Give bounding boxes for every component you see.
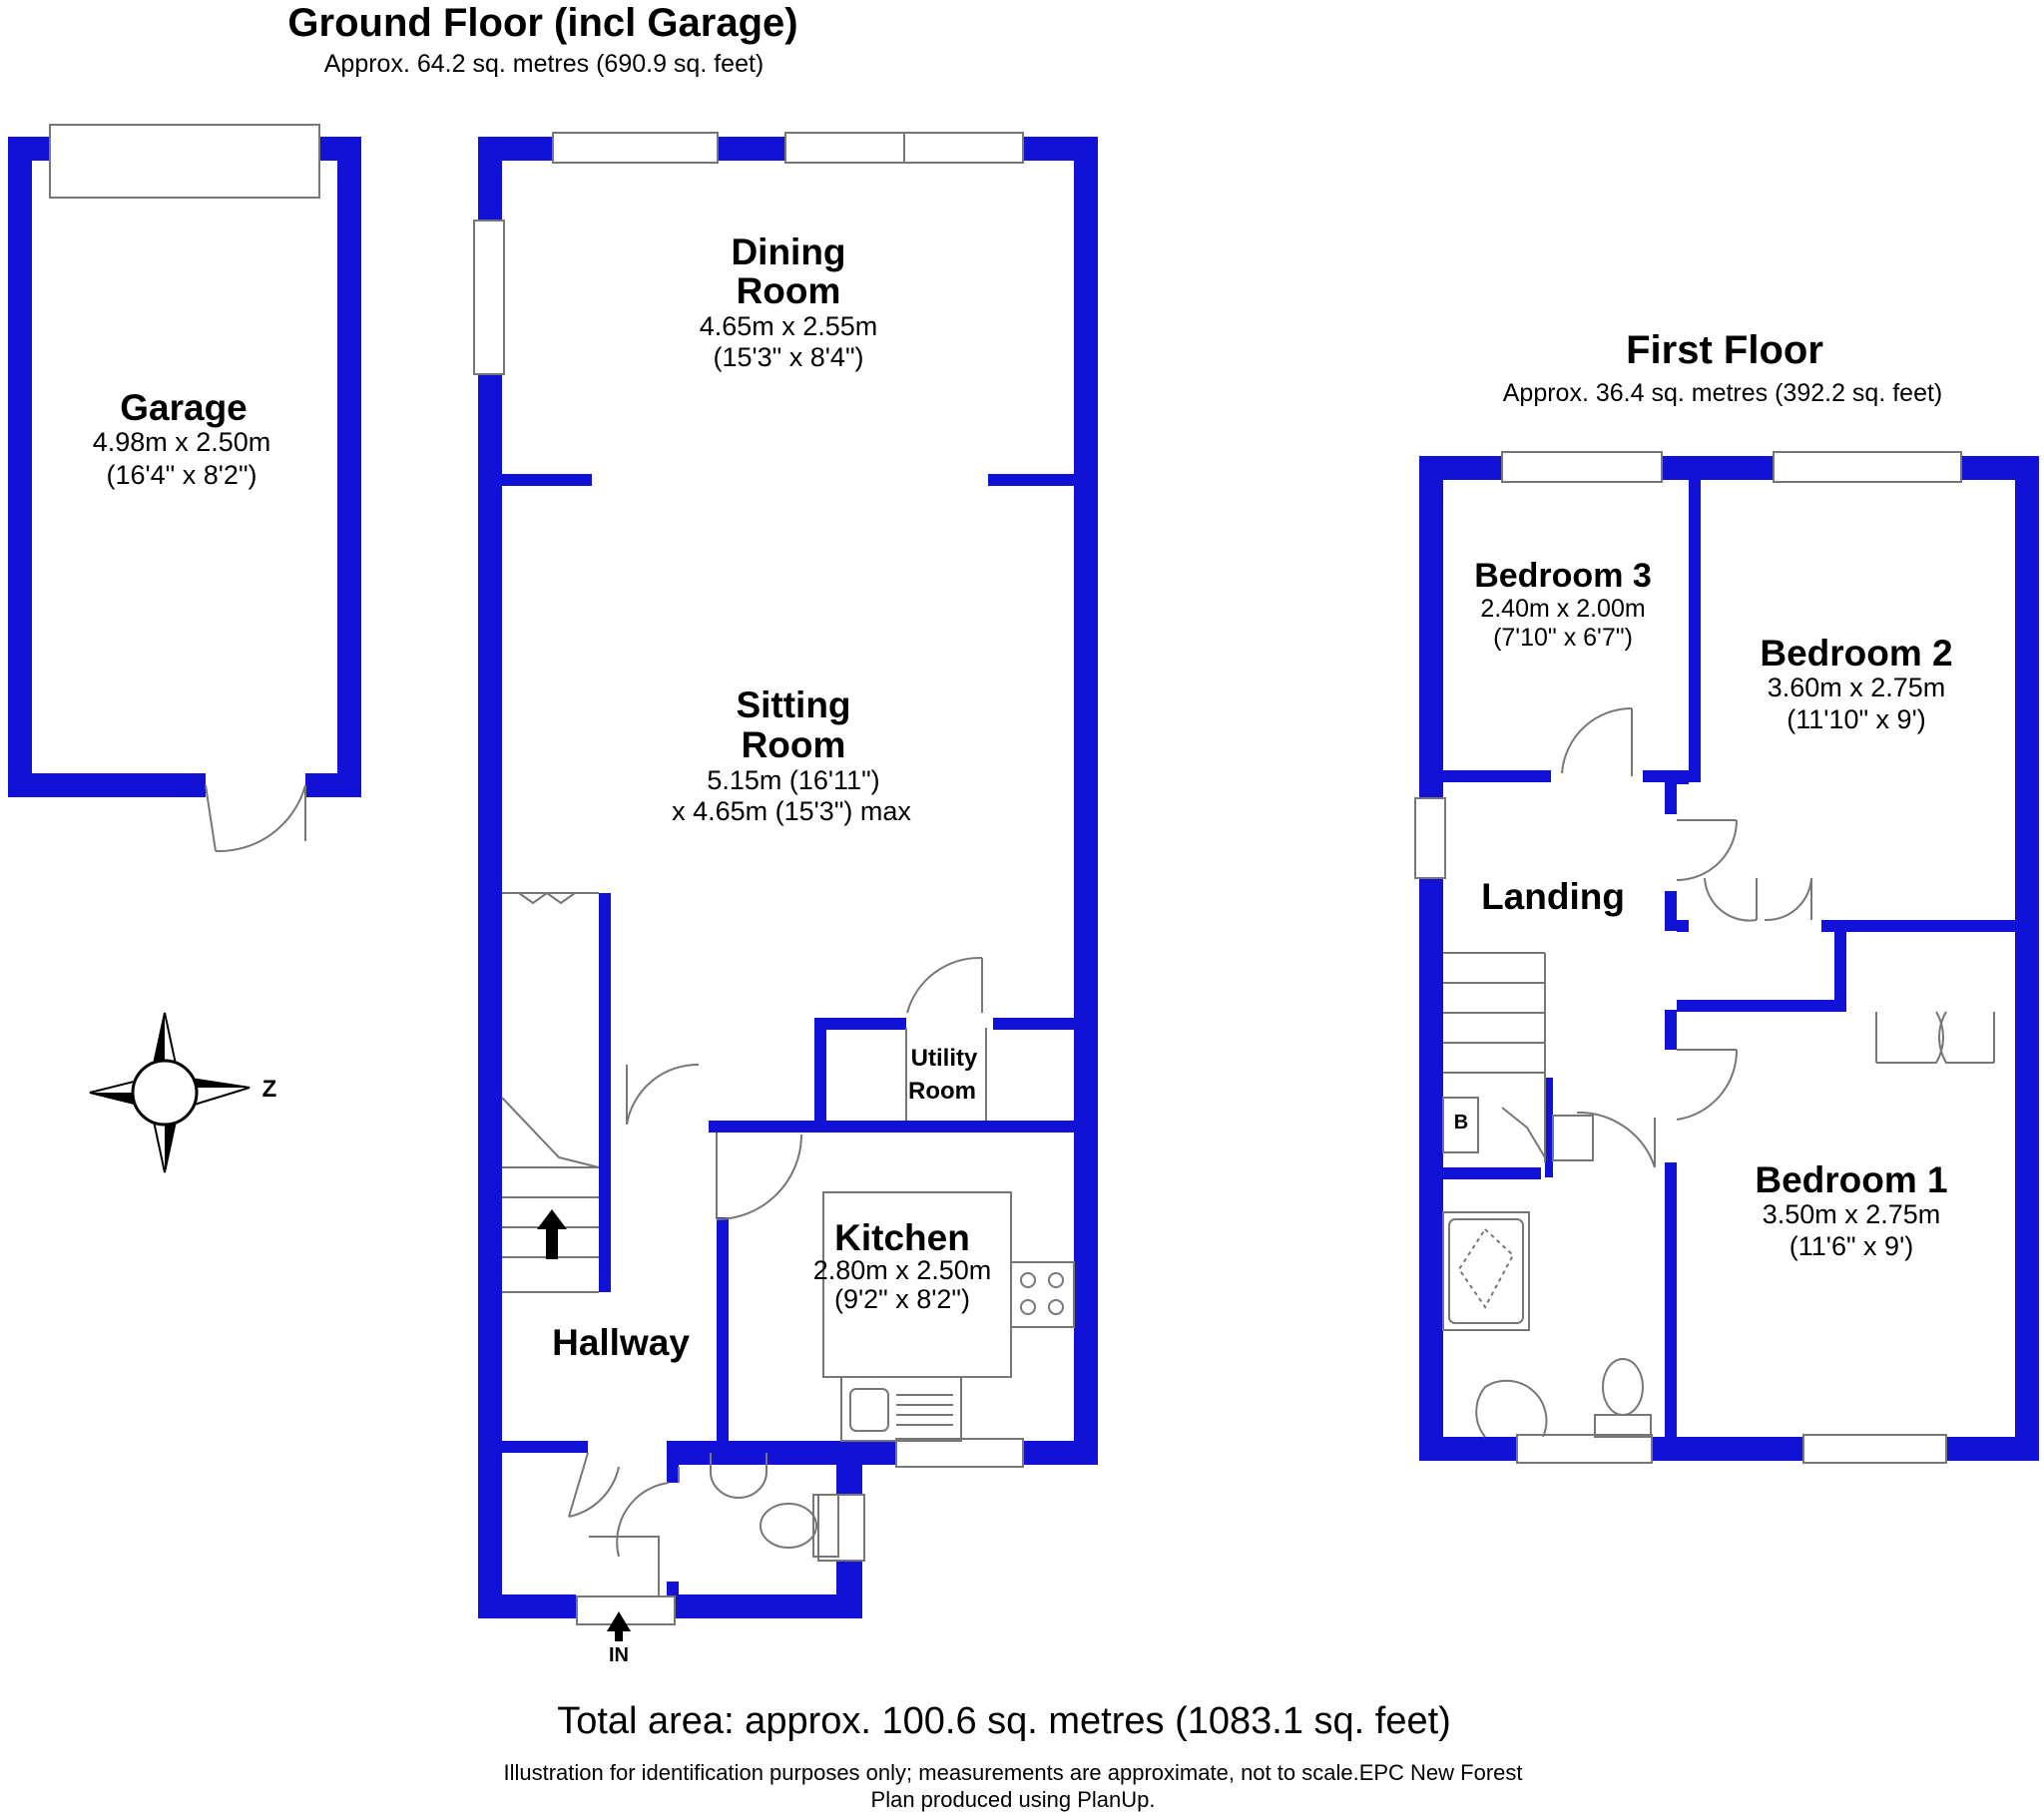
utility-room-label-line2: Room (908, 1078, 976, 1105)
compass-z-label: Z (261, 1076, 277, 1103)
stairs-up-arrow (537, 1209, 567, 1259)
entrance-label: IN (609, 1644, 629, 1666)
ground-floor-area: Approx. 64.2 sq. metres (690.9 sq. feet) (323, 50, 765, 78)
bedroom3-label: Bedroom 3 (1474, 557, 1652, 595)
first-floor-area: Approx. 36.4 sq. metres (392.2 sq. feet) (1502, 379, 1943, 407)
first-floor-windows (1414, 451, 1962, 1464)
wc-fixtures (710, 1453, 839, 1558)
kitchen-dims: 2.80m x 2.50m (812, 1255, 992, 1285)
kitchen-dims-imperial: (9'2" x 8'2") (833, 1284, 971, 1314)
garage-door (49, 124, 320, 199)
garage-dims: 4.98m x 2.50m (92, 427, 271, 457)
sitting-room-label-line1: Sitting (736, 684, 851, 725)
ground-floor-stairs (501, 891, 600, 1293)
dining-room-label-line2: Room (736, 270, 841, 311)
sitting-room-dims: 5.15m (16'11") (707, 765, 880, 795)
bedroom2-dims: 3.60m x 2.75m (1767, 673, 1946, 702)
sitting-room-dims-imperial: x 4.65m (15'3") max (672, 796, 911, 826)
utility-room-label-line1: Utility (910, 1045, 978, 1072)
compass-rose (89, 1012, 251, 1173)
dining-room-dims: 4.65m x 2.55m (699, 311, 878, 341)
ground-floor-doors (568, 956, 987, 1625)
bedroom1-dims: 3.50m x 2.75m (1762, 1199, 1941, 1229)
first-floor-stairs (1442, 952, 1594, 1162)
bedroom2-dims-imperial: (11'10" x 9') (1787, 704, 1926, 734)
disclaimer-line2: Plan produced using PlanUp. (870, 1787, 1156, 1812)
ground-floor-walls (478, 137, 1098, 1618)
ground-floor-windows (473, 132, 1024, 1562)
dining-room-label-line1: Dining (731, 231, 846, 272)
kitchen-label: Kitchen (834, 1217, 970, 1258)
bedroom3-dims: 2.40m x 2.00m (1480, 595, 1646, 623)
first-floor-walls (1419, 456, 2039, 1461)
sitting-room-label-line2: Room (741, 724, 846, 765)
first-floor-doors (1561, 706, 1995, 1168)
garage-label: Garage (120, 387, 248, 428)
first-floor-title: First Floor (1626, 328, 1823, 372)
ground-floor-title: Ground Floor (incl Garage) (287, 1, 798, 45)
bedroom2-label: Bedroom 2 (1760, 633, 1953, 674)
bathroom-fixtures (1442, 1211, 1652, 1438)
bedroom1-dims-imperial: (11'6" x 9') (1788, 1231, 1914, 1261)
bedroom1-label: Bedroom 1 (1755, 1159, 1948, 1200)
kitchen-fixtures (822, 1191, 1075, 1442)
boiler-label: B (1453, 1112, 1469, 1134)
bedroom3-dims-imperial: (7'10" x 6'7") (1493, 624, 1633, 652)
hallway-label: Hallway (552, 1322, 690, 1363)
dining-room-dims-imperial: (15'3" x 8'4") (713, 342, 864, 372)
entrance-arrow (607, 1611, 631, 1641)
disclaimer-line1: Illustration for identification purposes… (503, 1760, 1523, 1785)
garage-walls (8, 137, 361, 797)
garage-side-door (205, 784, 306, 853)
total-area: Total area: approx. 100.6 sq. metres (10… (557, 1700, 1451, 1742)
garage-dims-imperial: (16'4" x 8'2") (106, 460, 257, 490)
landing-label: Landing (1481, 876, 1625, 917)
